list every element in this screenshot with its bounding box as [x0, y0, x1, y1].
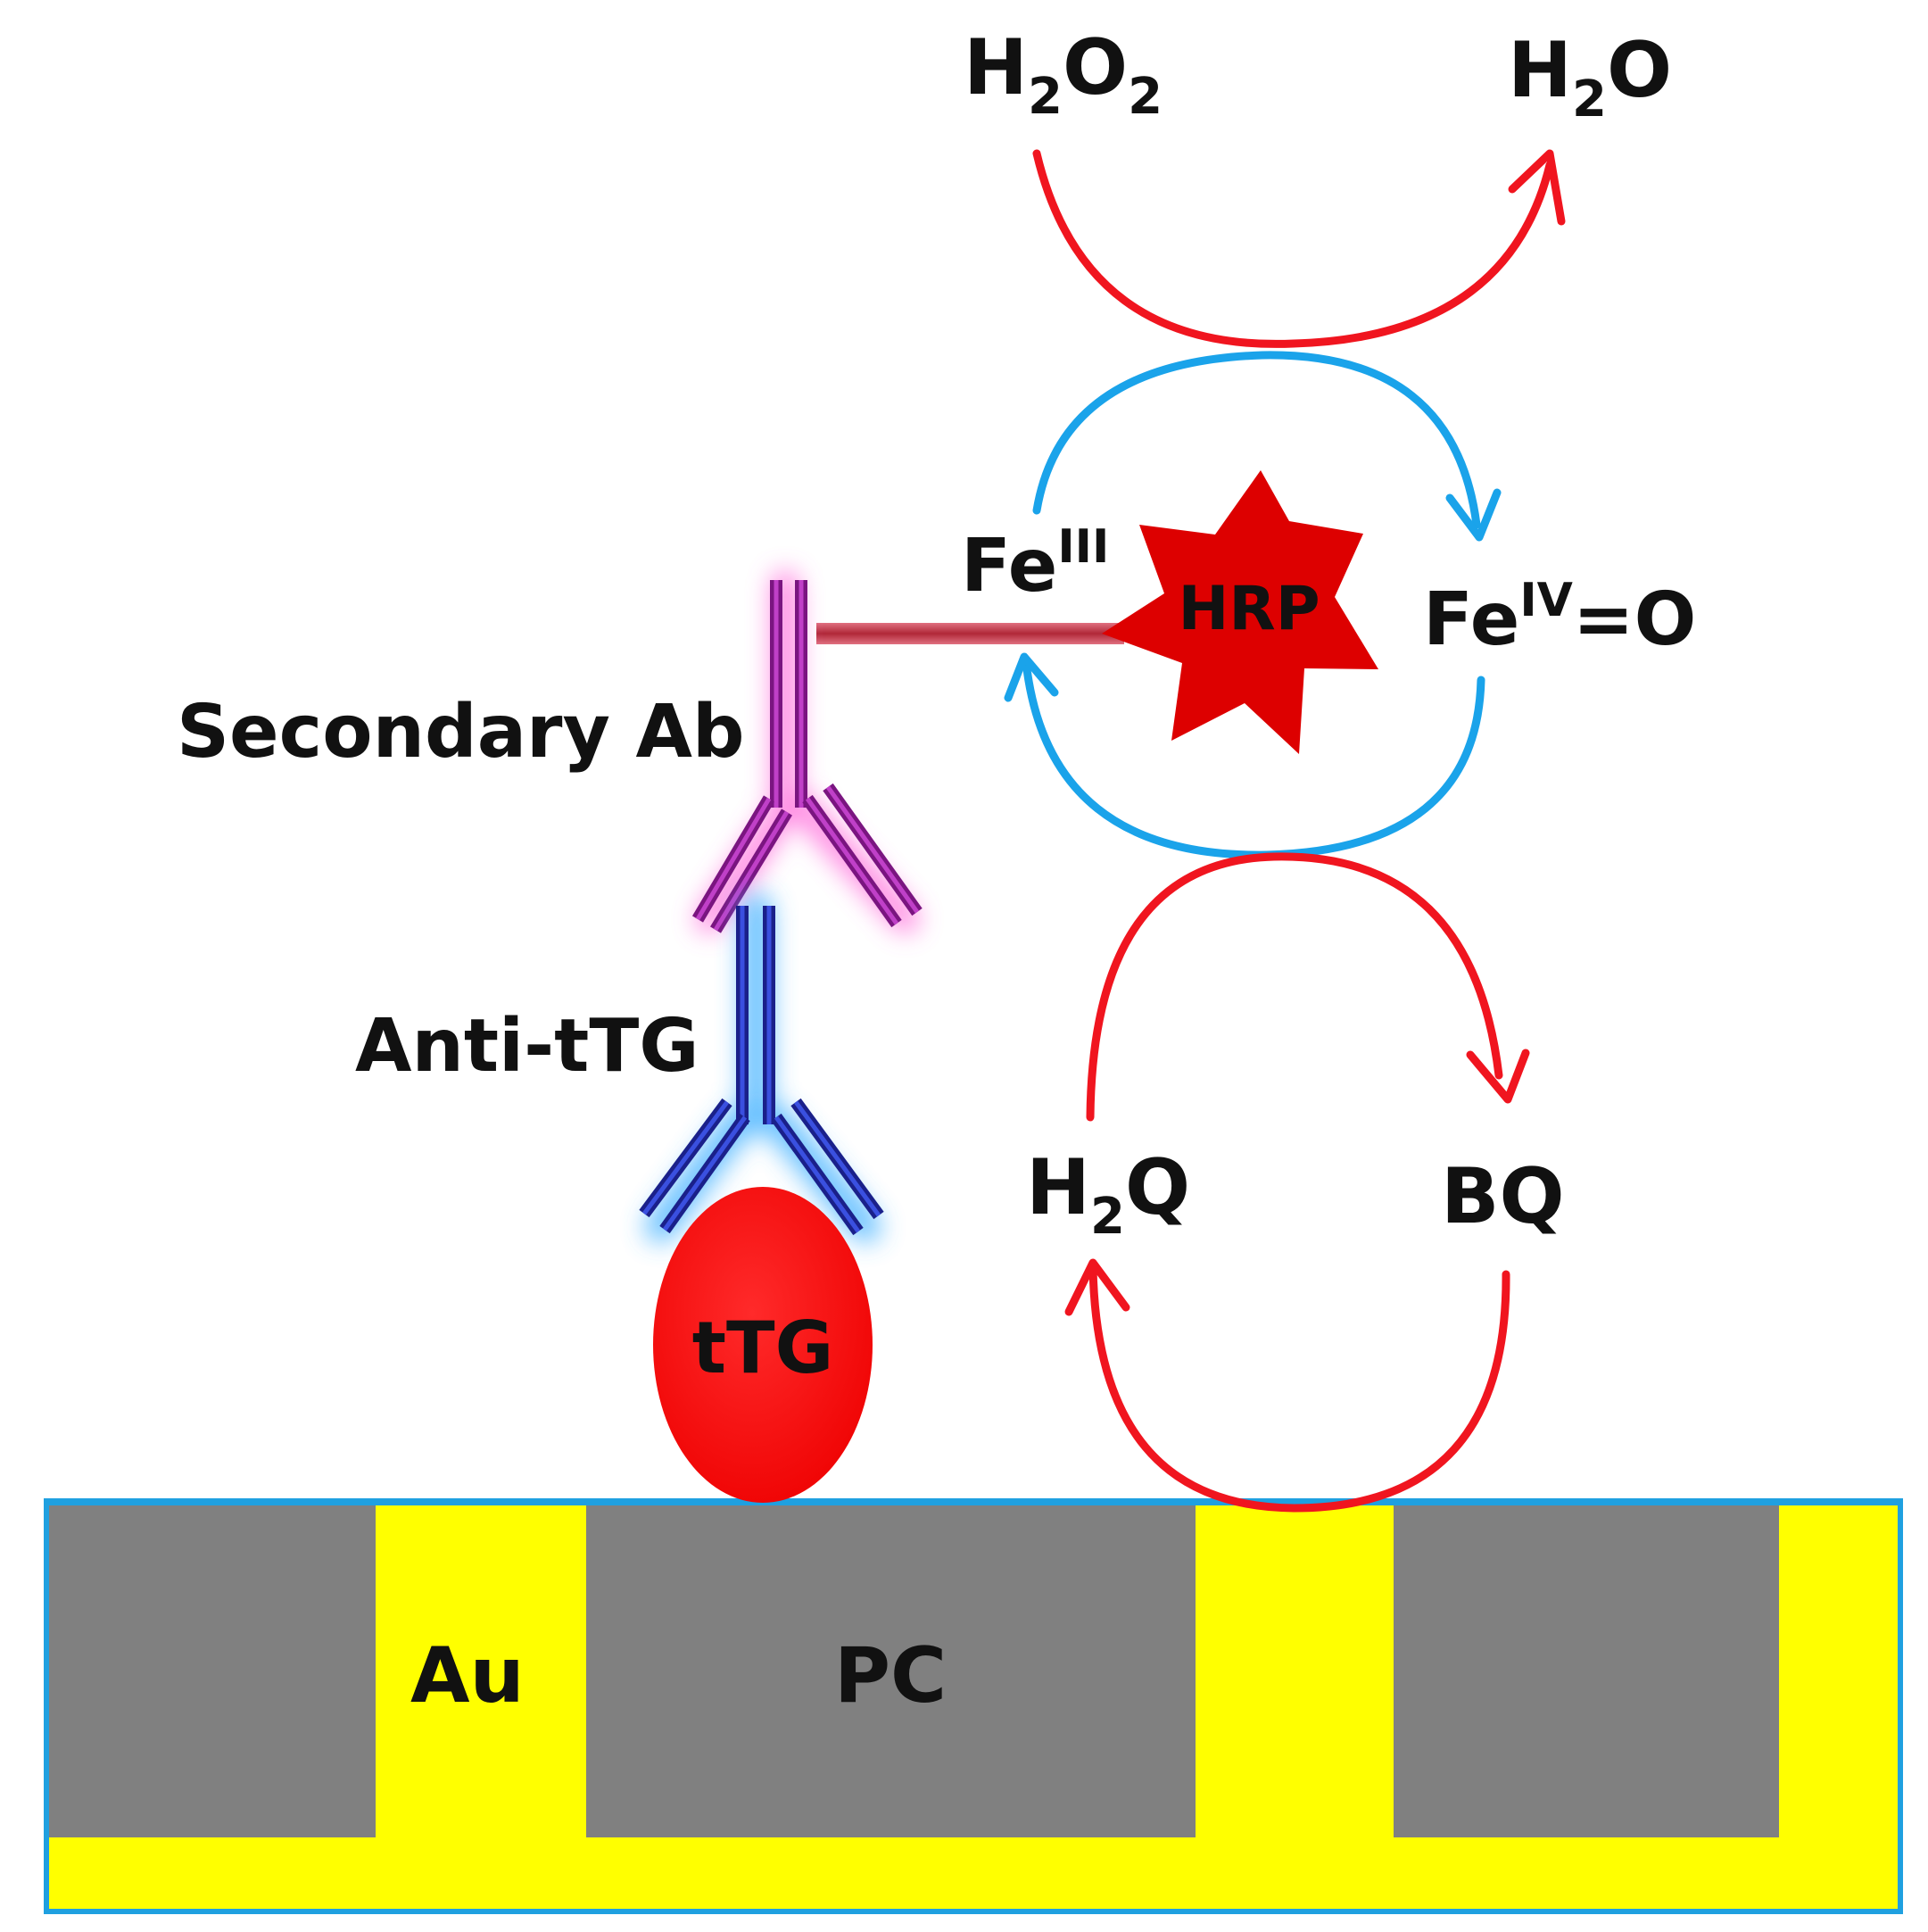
- label-fe-iii: FeIII: [961, 520, 1109, 609]
- anti-ttg-antibody: [639, 893, 884, 1242]
- label-au: Au: [410, 1631, 525, 1721]
- label-pc: PC: [834, 1631, 947, 1721]
- pc-block-1: [49, 1504, 376, 1837]
- red-arrow-bottom-lower: [1064, 1258, 1510, 1513]
- label-h2q: H2Q: [1026, 1143, 1190, 1246]
- secondary-antibody: [691, 571, 923, 933]
- label-h2o2: H2O2: [964, 23, 1163, 126]
- label-bq: BQ: [1441, 1152, 1565, 1241]
- label-anti-ttg: Anti-tTG: [355, 1004, 699, 1089]
- ttg-antigen: [653, 1187, 873, 1503]
- label-ttg: tTG: [692, 1306, 833, 1389]
- pc-block-3: [1394, 1504, 1779, 1837]
- hrp-linker: [816, 623, 1124, 644]
- label-fe-iv-oxo: FeIV=O: [1423, 574, 1696, 662]
- hrp-star: [1102, 470, 1378, 754]
- red-arrow-bottom-upper: [1086, 852, 1530, 1122]
- pc-block-2: [586, 1504, 1196, 1837]
- electrode: [44, 1498, 1903, 1914]
- label-hrp: HRP: [1178, 574, 1320, 644]
- label-secondary-ab: Secondary Ab: [177, 690, 745, 775]
- label-h2o: H2O: [1508, 26, 1672, 129]
- red-arrow-top: [1032, 149, 1566, 348]
